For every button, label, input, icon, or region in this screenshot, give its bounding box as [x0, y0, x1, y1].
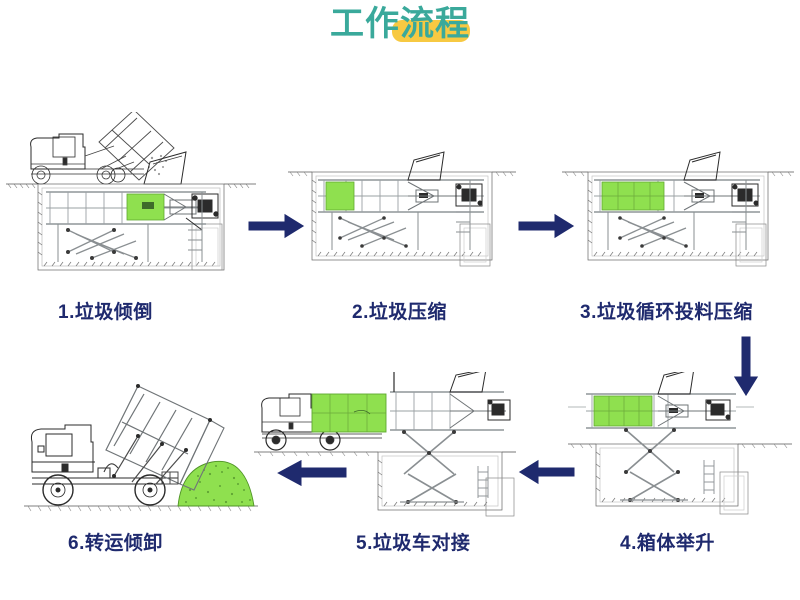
panel-step-1 [6, 112, 256, 287]
panel-3-illustration [562, 151, 794, 267]
title-highlight [392, 20, 470, 42]
panel-1-illustration [6, 112, 256, 271]
step-1-label: 1.垃圾倾倒 [58, 302, 153, 323]
arrow-right-icon [248, 212, 306, 240]
arrow-step5-to-step6 [276, 458, 348, 488]
arrow-step1-to-step2 [248, 212, 306, 240]
arrow-left-icon [518, 458, 576, 486]
arrow-step2-to-step3 [518, 212, 576, 240]
panel-5-illustration [254, 372, 516, 517]
panel-step-4 [568, 372, 792, 517]
step-3-label: 3.垃圾循环投料压缩 [580, 302, 753, 323]
panel-step-5 [254, 372, 516, 517]
arrow-step3-to-step4 [732, 336, 760, 398]
page-title: 工作流程 [0, 2, 800, 48]
panel-4-illustration [568, 372, 792, 515]
arrow-left-icon [276, 458, 348, 488]
arrow-right-icon [518, 212, 576, 240]
step-5-label: 5.垃圾车对接 [356, 533, 471, 554]
panel-step-6 [10, 372, 262, 517]
compacted-garbage-block [325, 181, 355, 211]
step-6-label: 6.转运倾卸 [68, 533, 163, 554]
panel-6-illustration [24, 384, 258, 512]
panel-2-illustration [288, 151, 516, 267]
panel-step-2 [288, 150, 516, 282]
arrow-down-icon [732, 336, 760, 398]
dumped-garbage-pile [177, 460, 255, 507]
step-2-label: 2.垃圾压缩 [352, 302, 447, 323]
step-4-label: 4.箱体举升 [620, 533, 715, 554]
arrow-step4-to-step5 [518, 458, 576, 486]
panel-step-3 [562, 150, 794, 282]
page-title-text: 工作流程 [330, 5, 470, 43]
